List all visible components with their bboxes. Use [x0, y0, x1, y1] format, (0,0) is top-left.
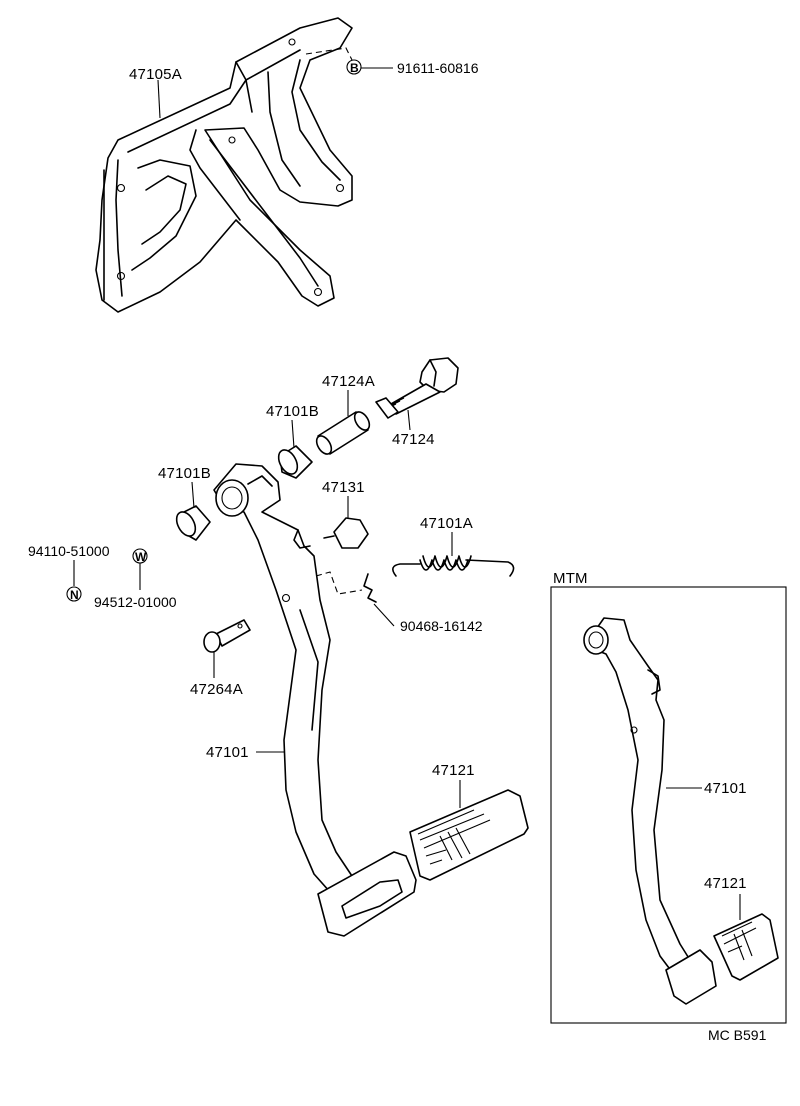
nut-symbol: N — [66, 586, 82, 602]
clip — [315, 571, 377, 603]
svg-text:B: B — [350, 61, 359, 75]
bolt-b-symbol: B — [346, 59, 362, 75]
mtm-pedal-foot — [665, 949, 717, 1005]
label-47101B-lower: 47101B — [158, 465, 211, 482]
label-91611-60816: 91611-60816 — [397, 60, 479, 76]
mtm-title: MTM — [553, 570, 588, 587]
washer-symbol: W — [132, 548, 148, 564]
label-47101B-upper: 47101B — [266, 403, 319, 420]
label-47124A: 47124A — [322, 373, 375, 390]
clevis-pin — [203, 619, 251, 653]
return-spring — [392, 555, 515, 577]
bushing-upper — [277, 445, 313, 479]
label-47264A: 47264A — [190, 681, 243, 698]
collar — [315, 411, 371, 455]
pedal-arm-main — [213, 463, 353, 893]
label-47121: 47121 — [432, 762, 475, 779]
mtm-pedal-pad — [713, 913, 779, 981]
footer-code: MC B591 — [708, 1027, 767, 1043]
pedal-bracket — [95, 17, 353, 313]
label-90468-16142: 90468-16142 — [400, 618, 483, 634]
leader-90468 — [373, 603, 395, 627]
label-47105A: 47105A — [129, 66, 182, 83]
bushing-lower — [175, 505, 211, 541]
leader-47101B-upper — [291, 419, 295, 449]
pivot-bolt — [375, 357, 459, 419]
svg-text:W: W — [135, 550, 147, 564]
mtm-pedal-arm — [583, 617, 691, 973]
pedal-pad — [409, 789, 529, 881]
mtm-box — [550, 586, 787, 1024]
stopper — [323, 517, 369, 549]
label-94110-51000: 94110-51000 — [28, 543, 110, 559]
mtm-label-47121: 47121 — [704, 875, 747, 892]
svg-text:N: N — [70, 588, 79, 602]
leader-47101B-lower — [191, 481, 195, 509]
pedal-foot — [317, 851, 417, 937]
leader-47124 — [407, 409, 411, 431]
leader-47105A — [157, 79, 161, 119]
label-47131: 47131 — [322, 479, 365, 496]
label-47124: 47124 — [392, 431, 435, 448]
label-47101A: 47101A — [420, 515, 473, 532]
mtm-label-47101: 47101 — [704, 780, 747, 797]
label-94512-01000: 94512-01000 — [94, 594, 177, 610]
label-47101: 47101 — [206, 744, 249, 761]
